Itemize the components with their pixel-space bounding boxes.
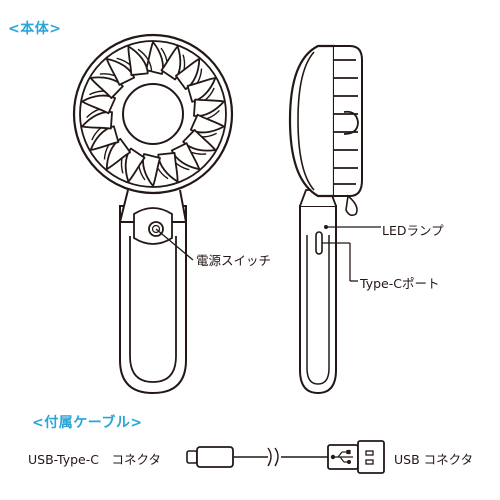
accessory-cable-heading: <付属ケーブル> — [32, 415, 143, 431]
type-c-plug-tip — [186, 450, 198, 464]
usb-logo-icon — [330, 449, 353, 465]
handle-inner-loop — [129, 236, 177, 383]
fan-hub — [122, 83, 184, 145]
fan-head-rim — [79, 40, 227, 188]
led-lamp-label: LEDランプ — [382, 223, 444, 238]
side-head — [288, 44, 336, 198]
side-handle — [299, 205, 337, 395]
handle-outer — [119, 205, 187, 395]
usb-cable — [186, 440, 385, 474]
type-c-port-label: Type-Cポート — [360, 276, 440, 291]
usb-a-plug-shell — [357, 440, 385, 474]
type-c-port — [315, 231, 323, 255]
power-switch-leader — [155, 228, 194, 261]
fan-side-view — [288, 44, 363, 395]
usb-type-c-connector-label: USB-Type-C コネクタ — [28, 452, 161, 467]
type-c-plug-body — [196, 446, 234, 468]
main-body-heading: <本体> — [8, 21, 62, 37]
power-switch-label: 電源スイッチ — [196, 253, 272, 268]
usb-connector-label: USB コネクタ — [394, 452, 474, 467]
fan-front-view — [72, 33, 234, 395]
